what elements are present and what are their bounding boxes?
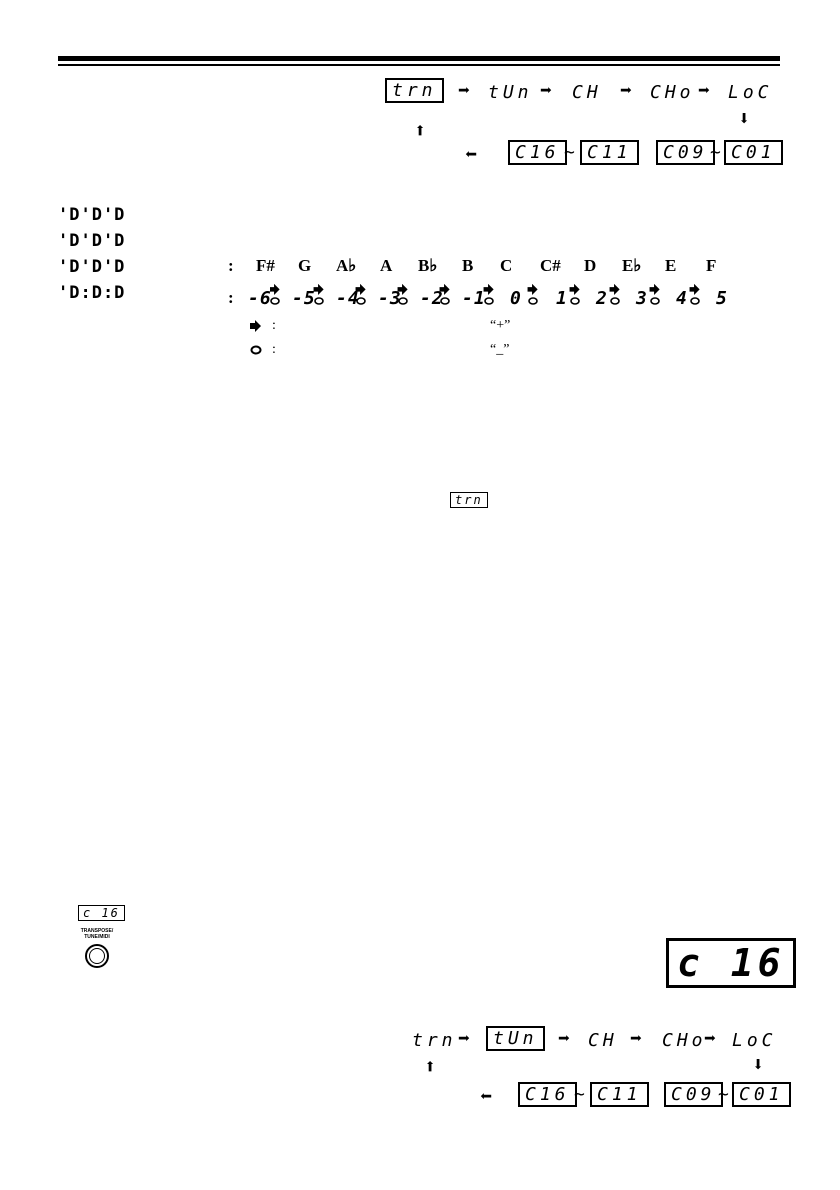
flow2-c16-box: C16	[518, 1082, 577, 1107]
right-arrow-icon: ➡	[630, 1026, 643, 1050]
updown-indicator-icon	[355, 284, 366, 305]
segment-row: 'D'D'D	[58, 205, 126, 225]
up-arrow-icon: ⬆	[424, 1054, 437, 1078]
flow2-tun-box: tUn	[486, 1026, 545, 1051]
segment-row: 'D'D'D	[58, 257, 126, 277]
flow1-tilde: ~	[564, 142, 579, 163]
flow2-loc: LoC	[732, 1030, 777, 1051]
flow1-c09-box: C09	[656, 140, 715, 165]
header-rule-thin	[58, 64, 780, 66]
updown-indicator-icon	[609, 284, 620, 305]
transpose-value: -6	[248, 288, 272, 309]
transpose-value: 4	[676, 288, 688, 309]
transpose-value: -5	[292, 288, 316, 309]
flow2-c01-box: C01	[732, 1082, 791, 1107]
down-arrow-icon: ⬇	[752, 1052, 765, 1076]
flow1-ch: CH	[572, 82, 602, 103]
right-arrow-icon: ➡	[458, 78, 471, 102]
updown-indicator-icon	[439, 284, 450, 305]
flow1-loc: LoC	[728, 82, 773, 103]
right-arrow-icon: ➡	[558, 1026, 571, 1050]
right-arrow-icon: ➡	[458, 1026, 471, 1050]
transpose-value: 0	[510, 288, 522, 309]
flow1-cho: CHo	[650, 82, 695, 103]
flow2-c09-box: C09	[664, 1082, 723, 1107]
flow2-tilde: ~	[574, 1084, 589, 1105]
right-arrow-icon: ➡	[698, 78, 711, 102]
minus-circle-icon	[250, 345, 262, 355]
updown-indicator-icon	[483, 284, 494, 305]
note-label: B	[462, 256, 474, 275]
updown-indicator-icon	[689, 284, 700, 305]
up-arrow-icon: ⬆	[414, 118, 427, 142]
trn-display-box: trn	[450, 492, 488, 508]
c16-small-display: c 16	[78, 905, 125, 921]
updown-indicator-icon	[270, 284, 280, 305]
flow1-c11-box: C11	[580, 140, 639, 165]
transpose-value: 1	[556, 288, 568, 309]
flow2-cho: CHo	[662, 1030, 707, 1051]
note-label: E♭	[622, 256, 642, 275]
note-label: A♭	[336, 256, 357, 275]
c16-large-display: c 16	[666, 938, 796, 988]
notes-colon: :	[228, 256, 234, 275]
legend-colon: :	[272, 318, 276, 333]
legend-plus-label: “+”	[490, 318, 511, 333]
right-arrow-icon: ➡	[704, 1026, 717, 1050]
flow2-tilde: ~	[718, 1084, 733, 1105]
transpose-value: -1	[462, 288, 486, 309]
transpose-colon: :	[228, 288, 234, 307]
transpose-knob[interactable]	[85, 944, 109, 968]
updown-indicator-icon	[313, 284, 324, 305]
flow2-trn: trn	[412, 1030, 457, 1051]
legend-colon: :	[272, 342, 276, 357]
down-arrow-icon: ⬇	[738, 106, 751, 130]
left-arrow-icon: ⬅	[480, 1084, 493, 1108]
note-label: C#	[540, 256, 561, 275]
transpose-value: -4	[336, 288, 360, 309]
transpose-value: -3	[378, 288, 402, 309]
transpose-value: 2	[596, 288, 608, 309]
flow2-c11-box: C11	[590, 1082, 649, 1107]
right-arrow-icon: ➡	[620, 78, 633, 102]
updown-indicator-icon	[649, 284, 660, 305]
note-label: D	[584, 256, 597, 275]
note-label: F	[706, 256, 717, 275]
segment-row: 'D'D'D	[58, 231, 126, 251]
note-label: A	[380, 256, 393, 275]
flow1-trn-box: trn	[385, 78, 444, 103]
knob-inner-ring	[89, 948, 105, 964]
flow1-c01-box: C01	[724, 140, 783, 165]
updown-indicators	[270, 284, 700, 305]
note-label: E	[665, 256, 677, 275]
updown-indicator-icon	[527, 284, 538, 305]
left-arrow-icon: ⬅	[465, 142, 478, 166]
note-label: G	[298, 256, 312, 275]
note-label: C	[500, 256, 513, 275]
flow2-ch: CH	[588, 1030, 618, 1051]
flow1-tilde: ~	[710, 142, 725, 163]
updown-indicator-icon	[569, 284, 580, 305]
legend-minus-label: “_”	[490, 342, 510, 357]
header-rule-thick	[58, 56, 780, 61]
knob-label: TRANSPOSE/ TUNE/MIDI	[80, 928, 114, 940]
right-arrow-icon: ➡	[540, 78, 553, 102]
segment-row: 'D:D:D	[58, 283, 126, 303]
transpose-value: -2	[420, 288, 444, 309]
note-label: F#	[256, 256, 275, 275]
flow1-c16-box: C16	[508, 140, 567, 165]
updown-indicator-icon	[397, 284, 408, 305]
transpose-value: 3	[636, 288, 648, 309]
flow1-tun: tUn	[488, 82, 533, 103]
note-label: B♭	[418, 256, 438, 275]
transpose-value: 5	[716, 288, 728, 309]
plus-arrow-icon	[250, 320, 261, 332]
